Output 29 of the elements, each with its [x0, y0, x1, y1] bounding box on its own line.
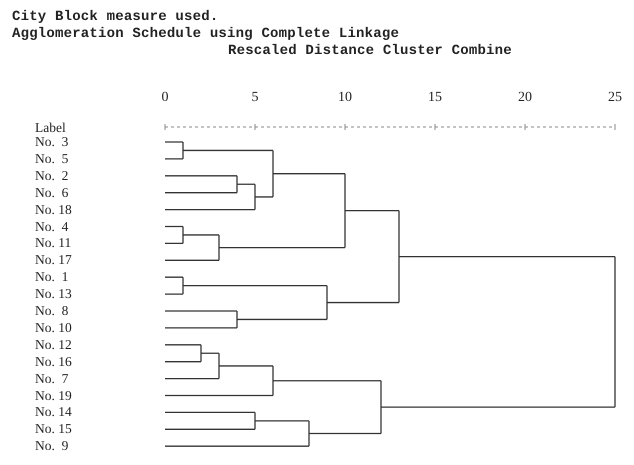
case-label: No. 7 [35, 372, 68, 386]
tick-label: 0 [162, 91, 168, 105]
case-label: No. 1 [35, 270, 68, 284]
case-label: No. 3 [35, 135, 68, 148]
case-label: No. 12 [35, 338, 72, 352]
case-label: No. 2 [35, 168, 68, 182]
case-label: No. 16 [35, 354, 72, 368]
tick-label: 10 [338, 91, 352, 105]
case-label: No. 15 [35, 422, 72, 436]
case-label: No. 11 [35, 236, 72, 250]
tick-label: 20 [518, 91, 532, 105]
case-label: No. 14 [35, 405, 72, 419]
case-label: No. 9 [35, 439, 68, 453]
column-header: Label [35, 121, 66, 134]
tick-label: 15 [428, 91, 442, 105]
heading-text: City Block measure used. [12, 10, 218, 24]
tick-label: 5 [252, 91, 258, 105]
case-label: No. 13 [35, 287, 72, 301]
case-label: No. 18 [35, 202, 72, 216]
heading-text: Agglomeration Schedule using Complete Linkage [12, 27, 400, 41]
axis-title: Rescaled Distance Cluster Combine [228, 44, 512, 58]
case-label: No. 8 [35, 304, 68, 318]
case-label: No. 17 [35, 253, 72, 267]
case-label: No. 19 [35, 388, 72, 402]
case-label: No. 4 [35, 220, 68, 233]
case-label: No. 5 [35, 152, 68, 166]
case-label: No. 10 [35, 320, 72, 334]
tick-label: 25 [608, 91, 622, 105]
case-label: No. 6 [35, 186, 68, 200]
